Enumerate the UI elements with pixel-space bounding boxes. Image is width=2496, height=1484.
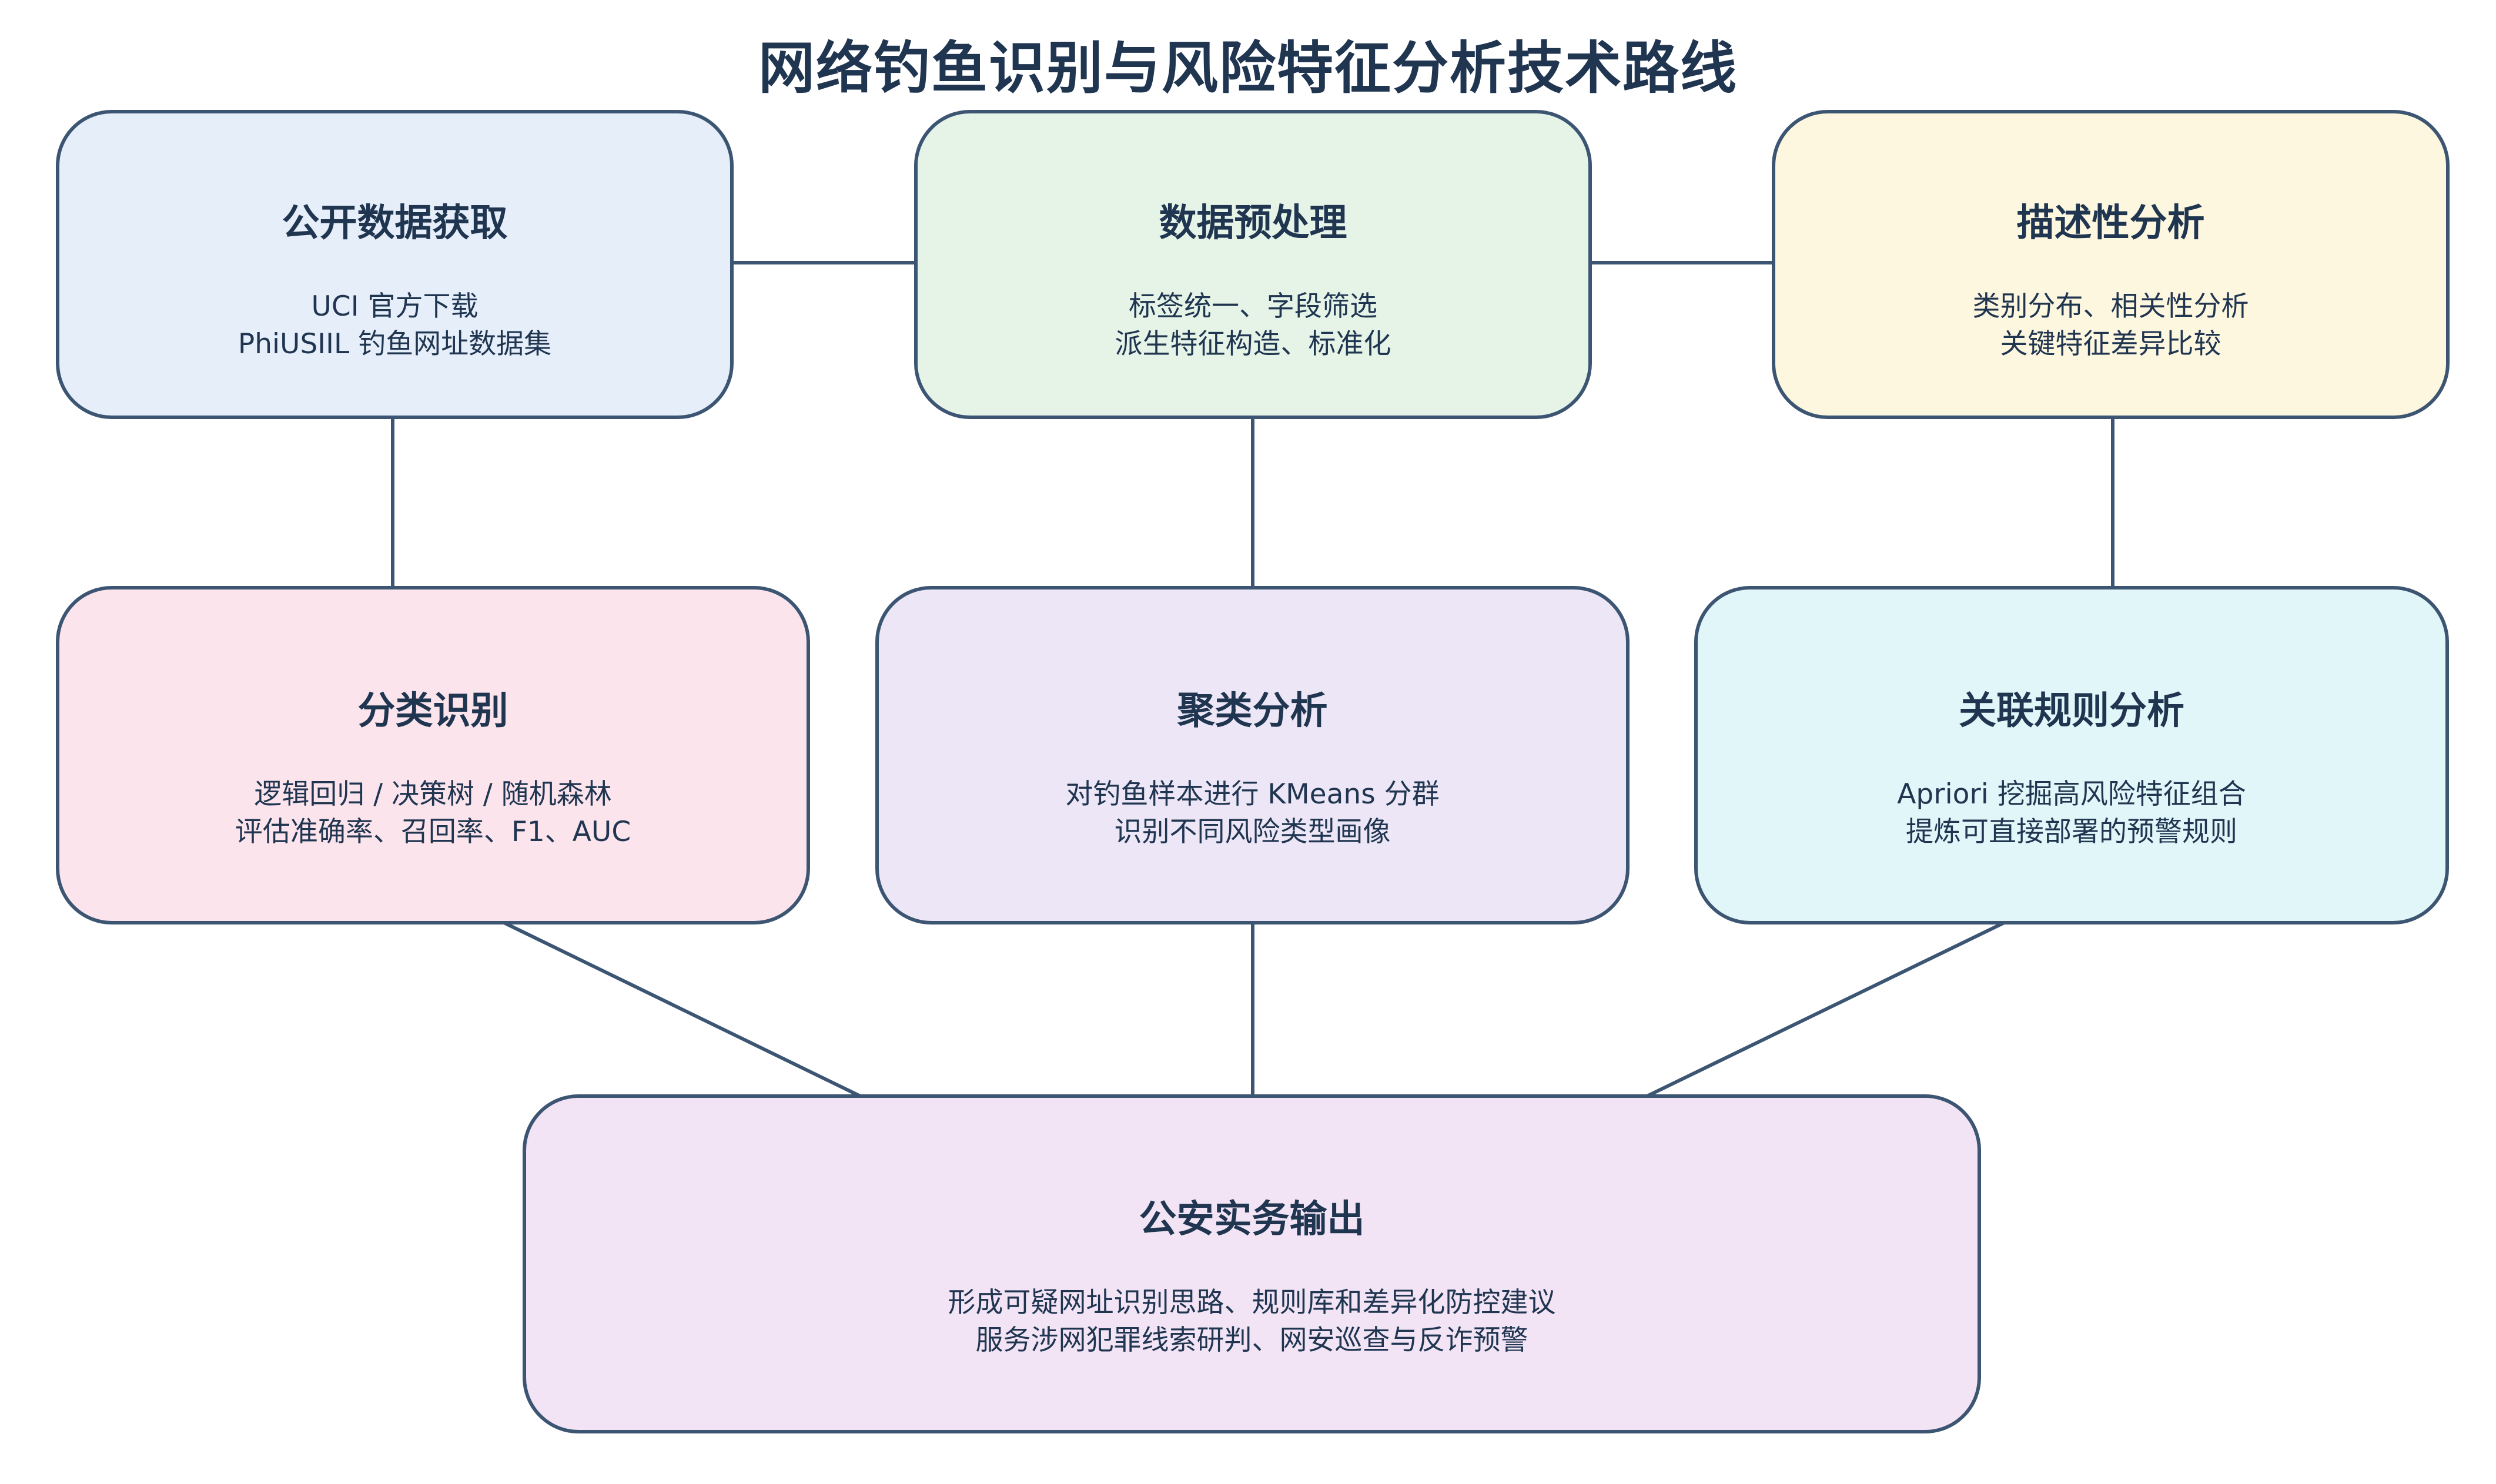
node-title: 公开数据获取	[282, 202, 508, 245]
node-title: 关联规则分析	[1959, 689, 2184, 733]
node-description-line: 提炼可直接部署的预警规则	[1906, 816, 2237, 848]
node-description-line: 对钓鱼样本进行 KMeans 分群	[1065, 778, 1440, 810]
node-classification: 分类识别 逻辑回归 / 决策树 / 随机森林 评估准确率、召回率、F1、AUC	[56, 586, 810, 924]
node-title: 聚类分析	[1177, 689, 1328, 733]
arrow-classification-to-output	[449, 895, 898, 1115]
node-description-line: Apriori 挖掘高风险特征组合	[1897, 778, 2246, 810]
node-description-line: 类别分布、相关性分析	[1972, 290, 2249, 323]
node-title: 公安实务输出	[1139, 1198, 1365, 1241]
node-description-line: UCI 官方下载	[311, 290, 479, 323]
node-description-line: 识别不同风险类型画像	[1114, 816, 1391, 848]
node-descriptive-analysis: 描述性分析 类别分布、相关性分析 关键特征差异比较	[1772, 110, 2450, 419]
node-preprocessing: 数据预处理 标签统一、字段筛选 派生特征构造、标准化	[914, 110, 1592, 419]
node-description-line: 评估准确率、召回率、F1、AUC	[235, 816, 631, 848]
diagram-title: 网络钓鱼识别与风险特征分析技术路线	[758, 35, 1738, 101]
node-title: 分类识别	[357, 689, 508, 733]
node-data-acquisition: 公开数据获取 UCI 官方下载 PhiUSIIL 钓鱼网址数据集	[56, 110, 734, 419]
node-title: 描述性分析	[2016, 202, 2205, 245]
node-description-line: 逻辑回归 / 决策树 / 随机森林	[254, 778, 612, 810]
node-description-line: 标签统一、字段筛选	[1129, 290, 1377, 323]
node-description-line: PhiUSIIL 钓鱼网址数据集	[237, 328, 552, 360]
node-description-line: 关键特征差异比较	[2000, 328, 2221, 360]
node-clustering: 聚类分析 对钓鱼样本进行 KMeans 分群 识别不同风险类型画像	[875, 586, 1630, 924]
node-title: 数据预处理	[1159, 202, 1347, 245]
node-description-line: 派生特征构造、标准化	[1115, 328, 1391, 360]
node-police-output: 公安实务输出 形成可疑网址识别思路、规则库和差异化防控建议 服务涉网犯罪线索研判…	[523, 1094, 1981, 1433]
arrow-association-to-output	[1610, 895, 2060, 1115]
node-description-line: 形成可疑网址识别思路、规则库和差异化防控建议	[948, 1287, 1556, 1319]
node-description-line: 服务涉网犯罪线索研判、网安巡查与反诈预警	[975, 1324, 1528, 1356]
node-association-rules: 关联规则分析 Apriori 挖掘高风险特征组合 提炼可直接部署的预警规则	[1694, 586, 2449, 924]
